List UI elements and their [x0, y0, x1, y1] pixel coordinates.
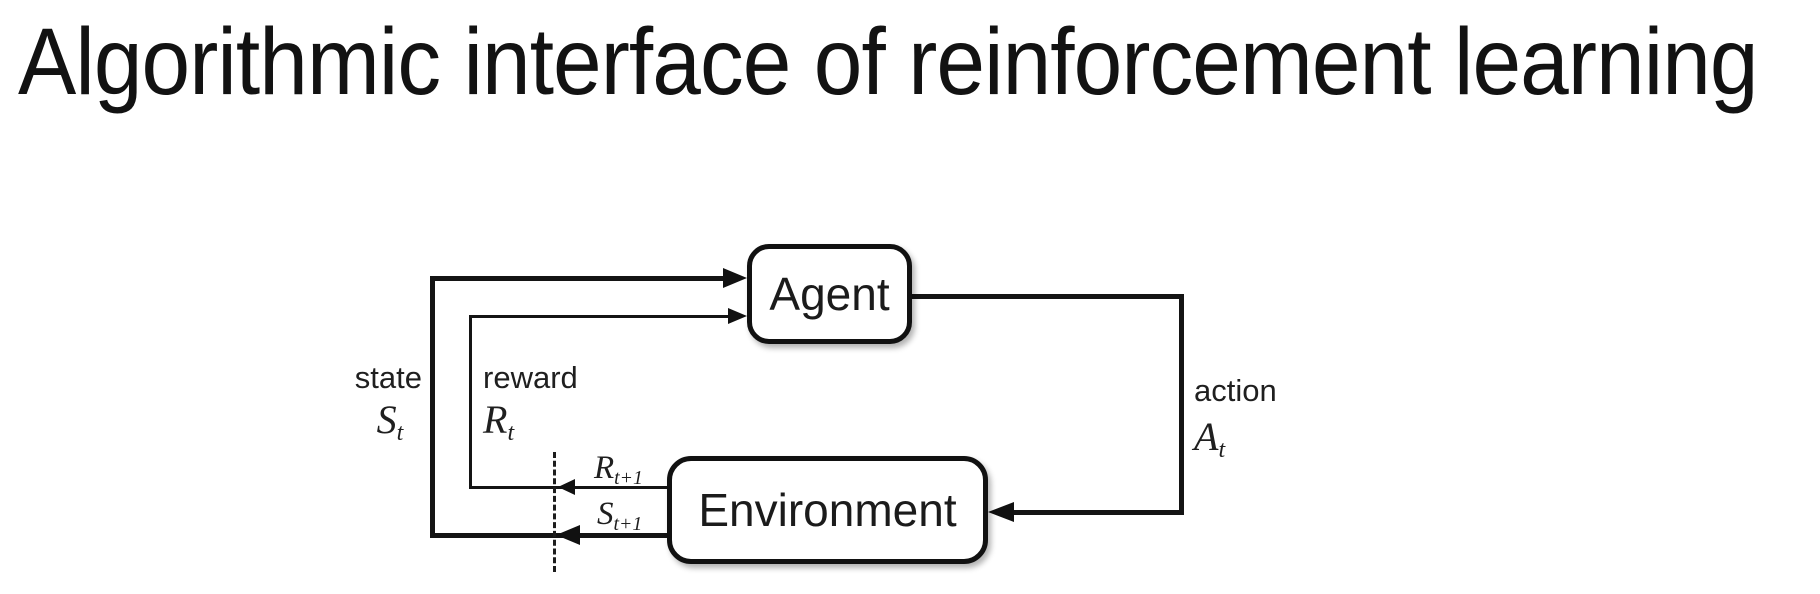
next-state-arrowhead	[556, 525, 580, 545]
reward-line-top	[469, 315, 731, 318]
action-into-environment-arrowhead	[988, 502, 1014, 522]
time-step-boundary-line	[553, 452, 556, 572]
state-line-top	[430, 276, 727, 281]
action-line-bottom	[1012, 510, 1184, 515]
reward-line-vertical	[469, 315, 472, 489]
state-word-label: state	[354, 360, 422, 395]
agent-node: Agent	[747, 244, 912, 344]
environment-node-label: Environment	[698, 484, 957, 536]
slide-title: Algorithmic interface of reinforcement l…	[18, 9, 1759, 115]
state-into-agent-arrowhead	[723, 268, 747, 288]
action-line-top	[910, 294, 1184, 299]
reward-symbol-label: Rt	[483, 397, 515, 447]
agent-node-label: Agent	[769, 268, 890, 320]
action-word-label: action	[1194, 373, 1277, 408]
reward-word-label: reward	[483, 360, 578, 395]
state-symbol-label: St	[376, 397, 404, 447]
next-reward-symbol-label: Rt+1	[594, 450, 643, 489]
reward-into-agent-arrowhead	[728, 308, 747, 324]
next-state-line	[430, 533, 667, 538]
action-symbol-label: At	[1194, 414, 1226, 464]
next-reward-arrowhead	[558, 479, 575, 495]
next-state-symbol-label: St+1	[597, 496, 643, 535]
state-line-vertical	[430, 276, 435, 537]
environment-node: Environment	[667, 456, 988, 564]
action-line-vertical	[1179, 294, 1184, 515]
